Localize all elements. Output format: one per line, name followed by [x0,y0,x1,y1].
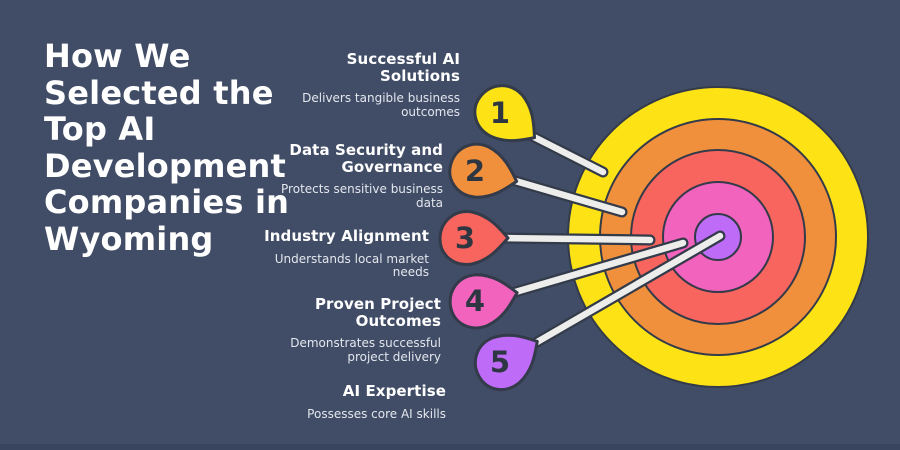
criterion-5-label: AI Expertise [342,382,446,400]
marker-number-1: 1 [490,96,510,130]
connector-2 [508,176,626,216]
criterion-3: Industry Alignment Understands local mar… [239,228,429,280]
footer-strip [0,444,900,450]
criterion-3-label: Industry Alignment [264,227,429,245]
marker-2 [448,142,519,199]
marker-number-4: 4 [465,284,485,318]
criterion-1-description: Delivers tangible business outcomes [302,91,460,119]
marker-3 [438,210,510,266]
connector-3 [498,234,654,244]
marker-number-2: 2 [465,154,485,188]
marker-number-3: 3 [455,221,475,255]
page-title: How We Selected the Top AI Development C… [44,37,290,258]
marker-5 [473,333,539,391]
criterion-4-label: Proven Project Outcomes [314,295,441,330]
marker-number-5: 5 [490,345,510,379]
connector-1 [526,131,607,176]
connector-5 [528,232,724,349]
marker-1 [473,84,537,143]
criterion-2-description: Protects sensitive business data [281,182,443,210]
criterion-4-description: Demonstrates successful project delivery [290,336,441,364]
criterion-2: Data Security and Governance Protects se… [253,142,443,210]
criterion-1: Successful AI Solutions Delivers tangibl… [270,51,460,119]
criterion-3-description: Understands local market needs [274,251,429,279]
marker-4 [448,273,519,330]
criterion-5-description: Possesses core AI skills [307,406,446,421]
connector-4 [508,239,687,297]
criterion-1-label: Successful AI Solutions [346,50,460,85]
criterion-2-label: Data Security and Governance [289,141,443,176]
criterion-4: Proven Project Outcomes Demonstrates suc… [251,296,441,364]
criterion-5: AI Expertise Possesses core AI skills [256,383,446,421]
